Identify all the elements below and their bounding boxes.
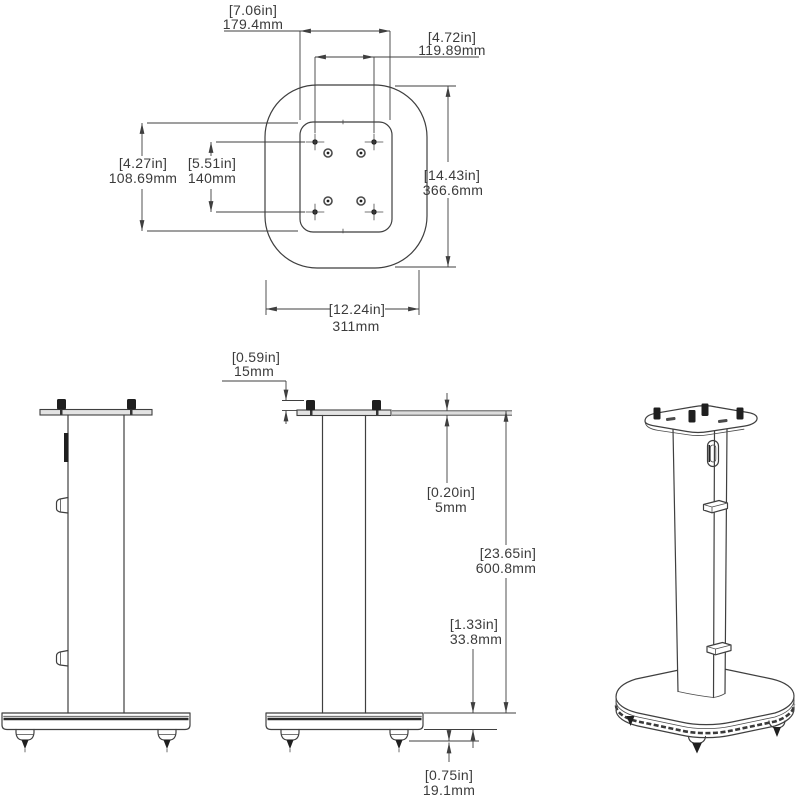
dim-overall-height-in: [23.65in]: [480, 545, 536, 561]
cable-slot: [706, 439, 720, 468]
dim-top-outline-depth-in: [14.43in]: [424, 167, 480, 183]
plate-tick: [130, 410, 133, 415]
cable-clip: [55, 496, 69, 514]
dim-plate-width-in: [7.06in]: [229, 2, 277, 18]
plate-slot-mark: [665, 417, 676, 421]
stud: [127, 399, 136, 410]
base-gasket-band: [614, 704, 796, 735]
base-bottom-edge: [615, 708, 795, 739]
mounting-hole-crosshair: [364, 203, 384, 221]
cable-slot: [64, 433, 69, 462]
mounting-hole-crosshair: [305, 133, 325, 151]
cable-clip: [706, 641, 732, 656]
cable-clip: [55, 649, 69, 667]
stud: [688, 410, 696, 423]
dim-plate-depth-in: [4.27in]: [119, 155, 167, 171]
dim-base-width-mm: 311mm: [332, 318, 379, 334]
column-body: [673, 429, 727, 698]
dim-stud-height-mm: 15mm: [234, 363, 274, 379]
mounting-hole-crosshair: [305, 203, 325, 221]
base-plinth: [265, 712, 424, 731]
spike-foot: [626, 716, 635, 726]
top-view-dimensions: [7.06in] 179.4mm [4.72in] 119.89mm [4.27…: [109, 2, 486, 334]
threaded-insert-hole: [356, 196, 366, 206]
side-view: [1, 399, 191, 753]
top-plate-outline: [299, 121, 393, 233]
dim-plate-depth-mm: 108.69mm: [109, 170, 178, 186]
dim-spike-height-in: [0.75in]: [425, 767, 473, 783]
spike-foot: [15, 728, 35, 753]
plate-extension-band: [392, 410, 512, 416]
dim-hole-spacing-y-mm: 140mm: [188, 170, 236, 186]
base-wall-line: [615, 699, 795, 730]
stud: [57, 399, 66, 410]
top-plate-thickness-edge: [644, 422, 745, 436]
dim-hole-spacing-x-in: [4.72in]: [428, 29, 476, 45]
front-view: [265, 400, 512, 753]
spike-foot: [687, 735, 707, 754]
dim-plate-thickness-mm: 5mm: [435, 499, 467, 515]
spike-foot: [280, 728, 300, 753]
plate-tick: [310, 410, 313, 415]
threaded-insert-hole: [323, 196, 333, 206]
stud: [653, 407, 661, 420]
cable-clip: [702, 499, 729, 514]
column-edge: [672, 428, 679, 693]
top-plate: [644, 405, 758, 434]
dim-plate-width-mm: 179.4mm: [223, 16, 283, 32]
dim-hole-spacing-y-in: [5.51in]: [188, 155, 236, 171]
stud: [736, 407, 744, 420]
plate-slot-mark: [717, 419, 728, 423]
base-plinth: [1, 712, 191, 731]
threaded-insert-hole: [356, 148, 366, 158]
spike-foot: [768, 720, 786, 737]
isometric-view: [614, 403, 796, 754]
dim-spike-height-mm: 19.1mm: [423, 782, 475, 798]
dim-base-width-in: [12.24in]: [329, 301, 385, 317]
stud: [372, 400, 381, 411]
dim-plate-thickness-in: [0.20in]: [427, 484, 475, 500]
top-plate: [39, 408, 153, 416]
mounting-hole-crosshair: [364, 133, 384, 151]
plate-tick: [60, 410, 63, 415]
dim-base-thickness-in: [1.33in]: [450, 616, 498, 632]
dim-base-thickness-mm: 33.8mm: [450, 631, 502, 647]
top-plate: [296, 409, 392, 417]
column-bottom-edge: [713, 693, 726, 698]
base-outline-top: [264, 84, 428, 269]
dim-hole-spacing-x-mm: 119.89mm: [418, 42, 486, 58]
threaded-insert-hole: [323, 148, 333, 158]
column-bottom-edge: [677, 691, 714, 698]
dim-overall-height-mm: 600.8mm: [476, 560, 536, 576]
dim-top-outline-depth-mm: 366.6mm: [423, 182, 483, 198]
stud: [701, 403, 709, 416]
front-view-dimensions: [0.59in] 15mm [0.20in] 5mm [23.65in] 600…: [222, 349, 536, 798]
stud: [306, 400, 315, 411]
spike-foot: [389, 728, 409, 753]
dim-stud-height-in: [0.59in]: [232, 349, 280, 365]
spike-foot: [157, 728, 177, 753]
top-view: [264, 84, 428, 269]
plate-tick: [376, 410, 379, 415]
